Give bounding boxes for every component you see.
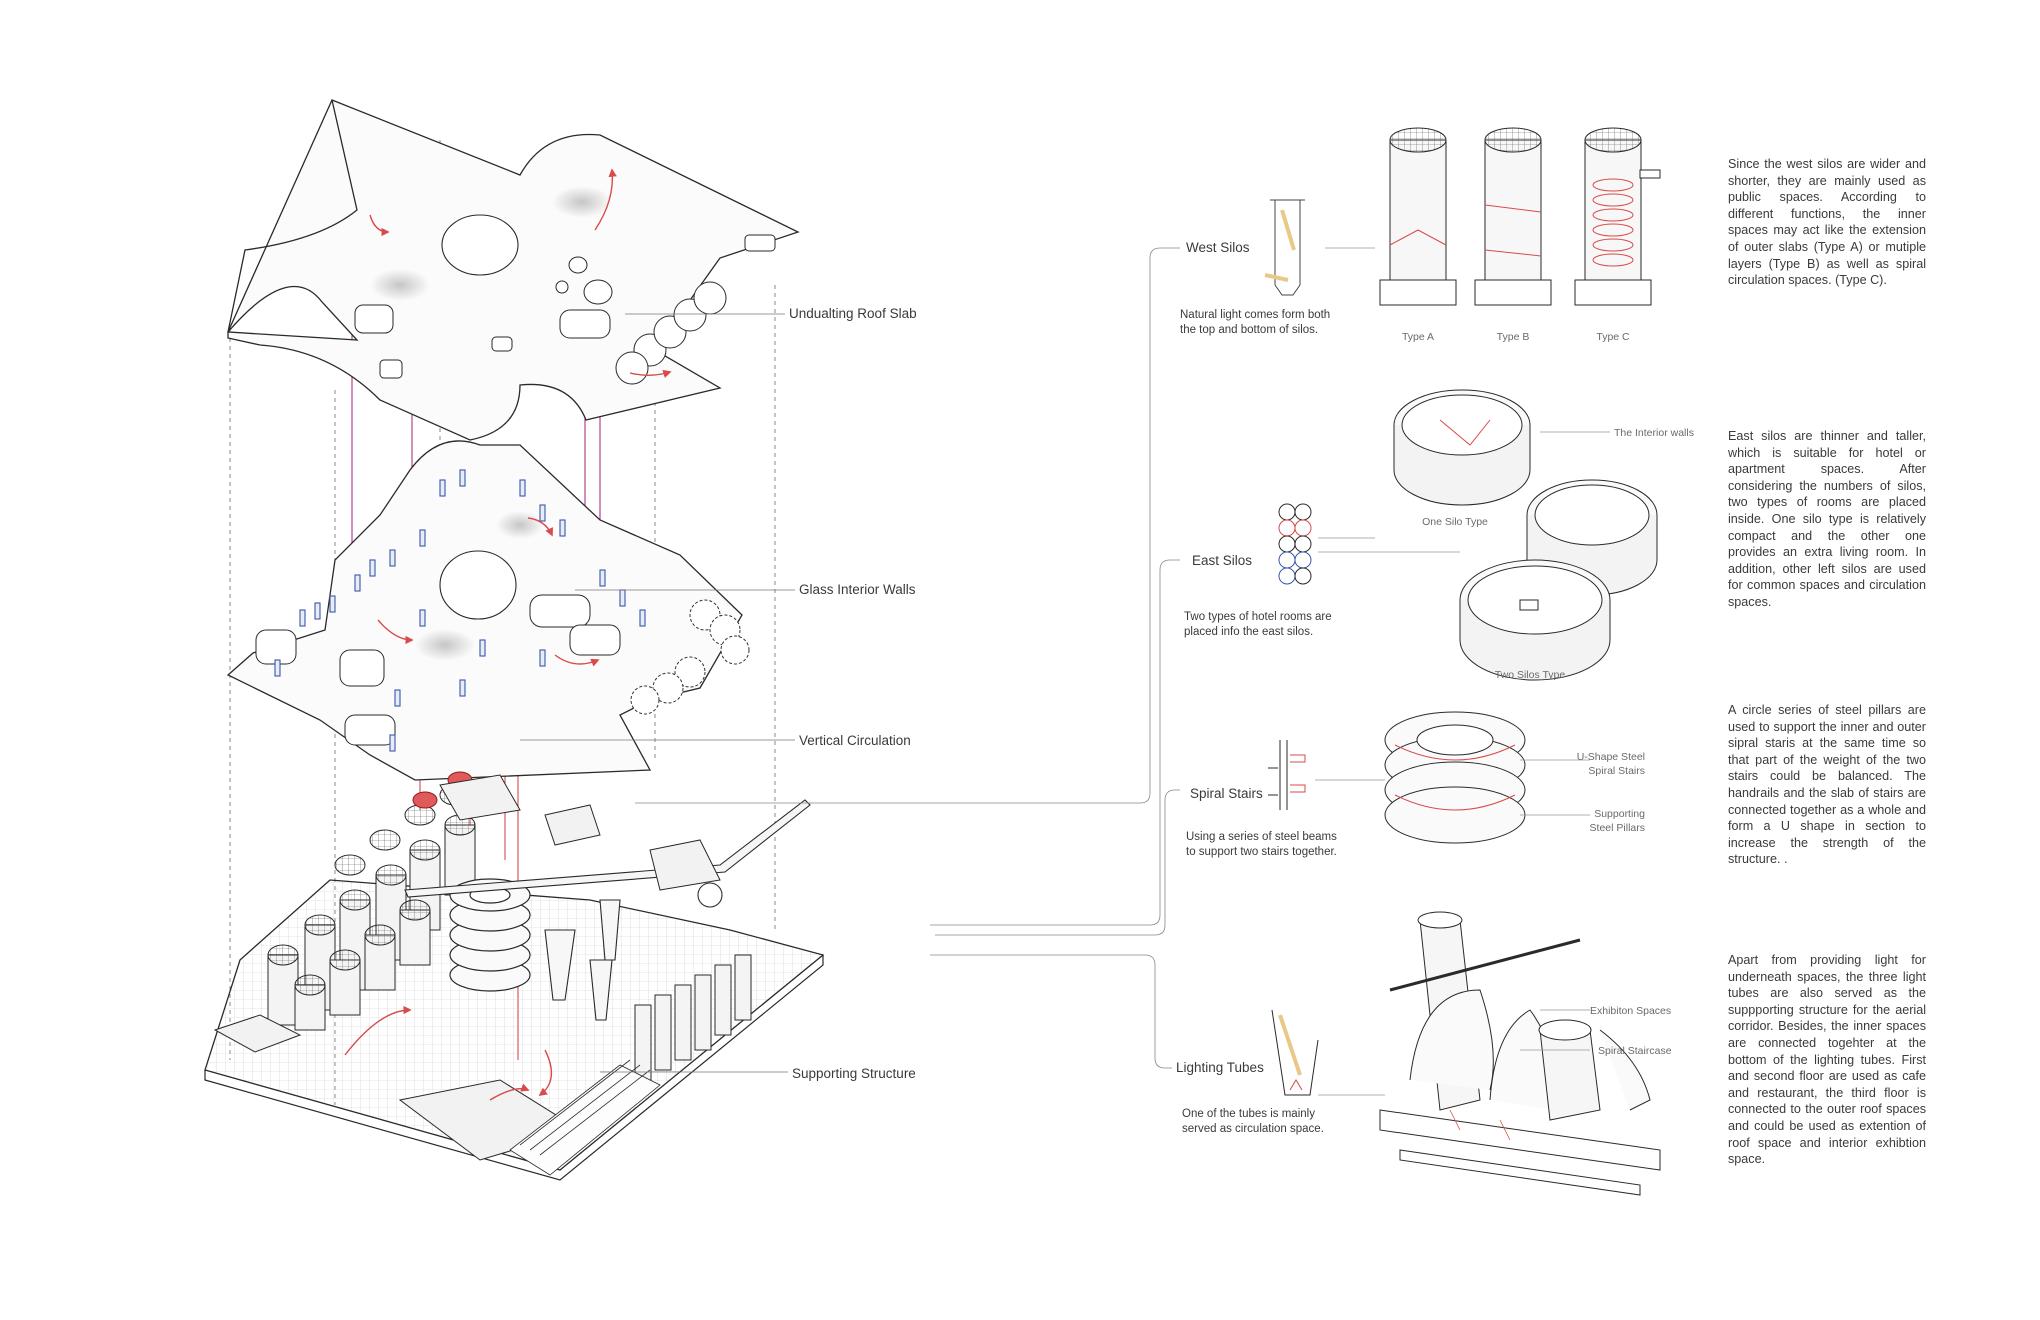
lighting-tubes-title: Lighting Tubes [1176,1060,1264,1075]
type-a-label: Type A [1402,331,1434,343]
west-light-icon [1264,199,1305,296]
tubes-description: Apart from providing light for underneat… [1728,953,1926,1167]
roof-scalloped-edge [615,281,727,385]
supporting-structure [204,771,825,1181]
label-ushape-line-2: Spiral Stairs [1588,765,1645,777]
spiral-stairs-section: Spiral Stairs Using a series of steel be… [1186,711,1645,858]
exploded-axonometric: Undualting Roof Slab Glass Interior Wall… [204,99,917,1181]
silo-type-b [1474,127,1552,306]
east-silo-row [634,954,752,1081]
west-silos-title: West Silos [1186,240,1250,255]
type-b-label: Type B [1497,331,1530,343]
label-exhibition-spaces: Exhibiton Spaces [1590,1005,1671,1017]
east-caption-line-1: Two types of hotel rooms are [1184,611,1332,623]
west-caption-line-2: the top and bottom of silos. [1180,324,1318,336]
leader-lines-left [520,313,795,1073]
stairs-section-icon [1268,740,1306,810]
stairs-caption-line-1: Using a series of steel beams [1186,831,1337,843]
tube-light-icon [1271,1009,1319,1096]
label-interior-walls: The Interior walls [1614,427,1694,439]
label-two-silos-type: Two Silos Type [1495,669,1566,681]
stair-blocks [509,1059,661,1176]
label-spiral-staircase: Spiral Staircase [1598,1045,1672,1057]
silo-type-c [1574,127,1661,306]
east-silo-plan-icon [1278,503,1312,585]
label-one-silo-type: One Silo Type [1422,516,1488,528]
two-silo-model [1459,479,1658,681]
spiral-stairs-model [1384,711,1526,844]
west-silos-section: West Silos Natural light comes form both… [1180,127,1661,343]
tubes-caption-line-2: served as circulation space. [1182,1123,1324,1135]
west-caption-line-1: Natural light comes form both [1180,309,1330,321]
stairs-description: A circle series of steel pillars are use… [1728,703,1926,867]
lighting-tubes [544,899,621,1021]
lighting-tubes-section: Lighting Tubes One of the tubes is mainl… [1176,911,1672,1196]
label-glass-walls: Glass Interior Walls [799,582,916,597]
glass-walls-slab [226,440,750,781]
east-caption-line-2: placed info the east silos. [1184,626,1313,638]
label-pillars-line-2: Steel Pillars [1590,822,1645,834]
lighting-tubes-model [1379,911,1661,1196]
silo-type-a [1379,127,1457,306]
type-c-label: Type C [1596,331,1630,343]
label-ushape-line-1: U-Shape Steel [1577,751,1645,763]
label-supporting-structure: Supporting Structure [792,1066,916,1081]
east-silos-title: East Silos [1192,553,1252,568]
one-silo-model [1393,389,1531,506]
east-silos-section: East Silos Two types of hotel rooms are … [1184,389,1694,681]
label-pillars-line-1: Supporting [1594,808,1645,820]
spiral-tower [449,878,531,992]
label-vertical-circulation: Vertical Circulation [799,733,911,748]
label-roof-slab: Undualting Roof Slab [789,306,917,321]
stairs-caption-line-2: to support two stairs together. [1186,846,1337,858]
dashed-scalloped-edge [630,599,750,715]
connector-lines [635,247,1180,1069]
glass-wall-panels [274,469,646,752]
east-description: East silos are thinner and taller, which… [1728,429,1926,609]
tubes-caption-line-1: One of the tubes is mainly [1182,1108,1315,1120]
west-description: Since the west silos are wider and short… [1728,157,1926,288]
roof-slab [227,99,800,441]
spiral-stairs-title: Spiral Stairs [1190,786,1263,801]
